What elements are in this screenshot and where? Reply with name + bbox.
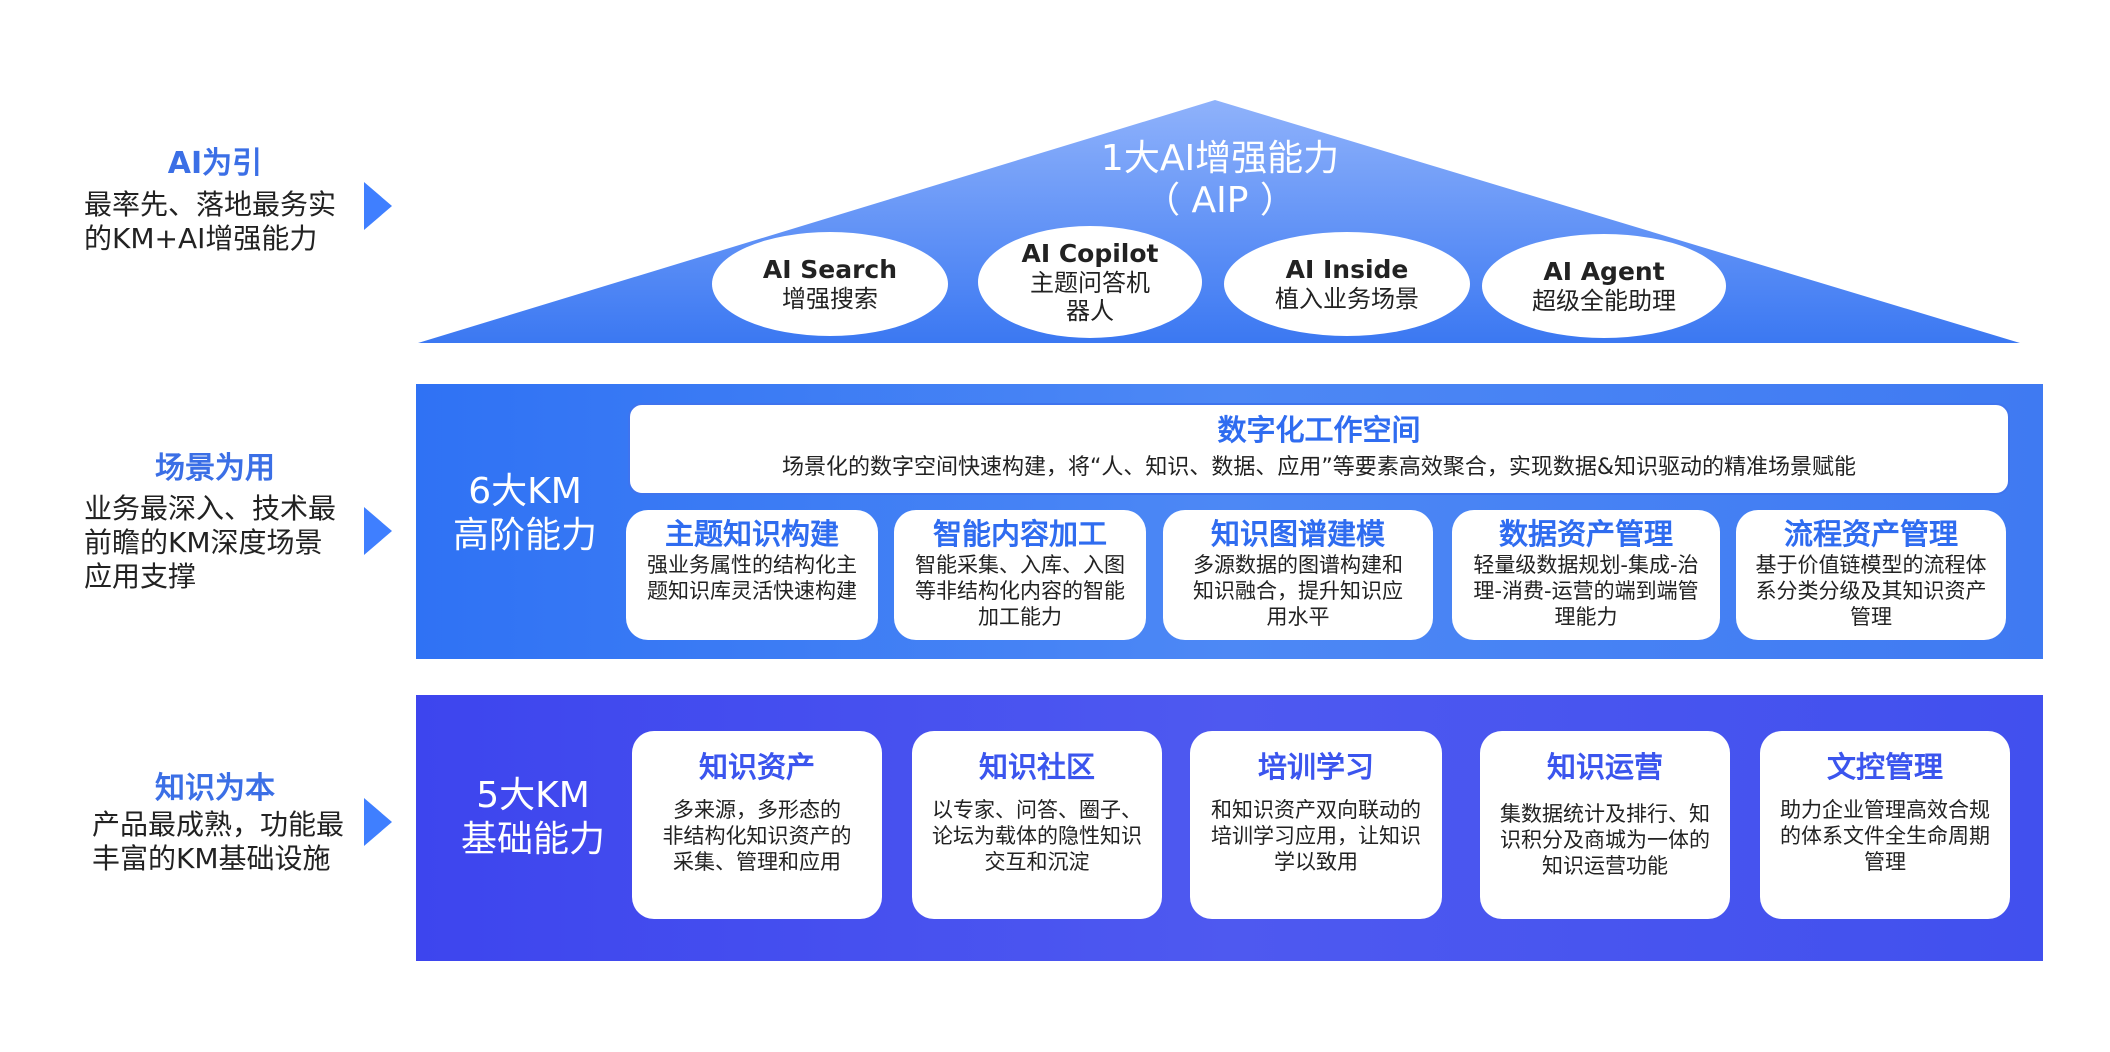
left-desc-line: 业务最深入、技术最	[84, 492, 337, 525]
oval-title: AI Search	[762, 255, 898, 284]
card-training-learning: 培训学习 和知识资产双向联动的 培训学习应用，让知识 学以致用	[1190, 731, 1442, 919]
arrow-right-icon	[364, 798, 392, 846]
card-process-asset: 流程资产管理 基于价值链模型的流程体 系分类分级及其知识资产 管理	[1736, 510, 2006, 640]
card-knowledge-operation: 知识运营 集数据统计及排行、知 识积分及商城为一体的 知识运营功能	[1480, 731, 1730, 919]
card-desc-line: 以专家、问答、圈子、	[932, 798, 1142, 822]
left-desc-line: 的KM+AI增强能力	[84, 222, 318, 255]
card-title: 培训学习	[1257, 750, 1374, 784]
card-title: 流程资产管理	[1783, 517, 1958, 551]
card-desc-line: 集数据统计及排行、知	[1500, 802, 1710, 826]
card-title: 数据资产管理	[1498, 517, 1673, 551]
card-knowledge-asset: 知识资产 多来源，多形态的 非结构化知识资产的 采集、管理和应用	[632, 731, 882, 919]
left-desc-line: 应用支撑	[84, 560, 197, 593]
card-desc-line: 基于价值链模型的流程体	[1755, 553, 1987, 577]
card-desc-line: 强业务属性的结构化主	[647, 553, 857, 577]
arrow-right-icon	[364, 182, 392, 230]
left-title-knowledge: 知识为本	[155, 771, 275, 806]
oval-title: AI Copilot	[1021, 239, 1159, 268]
card-desc-line: 知识融合，提升知识应	[1193, 579, 1403, 603]
card-desc-line: 等非结构化内容的智能	[915, 579, 1125, 603]
card-desc-line: 系分类分级及其知识资产	[1755, 579, 1987, 603]
oval-ai-inside: AI Inside 植入业务场景	[1224, 232, 1470, 336]
left-desc-ai: 最率先、落地最务实 的KM+AI增强能力	[84, 188, 364, 256]
left-title-scene: 场景为用	[155, 451, 275, 486]
card-smart-content: 智能内容加工 智能采集、入库、入图 等非结构化内容的智能 加工能力	[894, 510, 1146, 640]
basic-band-label: 5大KM 基础能力	[448, 774, 618, 862]
card-desc-line: 题知识库灵活快速构建	[647, 579, 857, 603]
oval-ai-search: AI Search 增强搜索	[712, 232, 948, 336]
card-desc-line: 管理	[1864, 850, 1906, 874]
left-desc-knowledge: 产品最成熟，功能最 丰富的KM基础设施	[92, 808, 372, 876]
left-title-ai: AI为引	[167, 146, 263, 181]
card-title: 智能内容加工	[932, 517, 1107, 551]
card-title: 知识运营	[1546, 750, 1663, 784]
oval-desc: 植入业务场景	[1275, 285, 1419, 313]
card-desc-line: 轻量级数据规划-集成-治	[1473, 553, 1699, 577]
card-desc-line: 和知识资产双向联动的	[1211, 798, 1421, 822]
digital-workspace-panel: 数字化工作空间 场景化的数字空间快速构建，将“人、知识、数据、应用”等要素高效聚…	[628, 403, 2010, 495]
card-title: 知识社区	[978, 750, 1095, 784]
card-knowledge-community: 知识社区 以专家、问答、圈子、 论坛为载体的隐性知识 交互和沉淀	[912, 731, 1162, 919]
band-label-line: 高阶能力	[452, 515, 597, 556]
card-data-asset: 数据资产管理 轻量级数据规划-集成-治 理-消费-运营的端到端管 理能力	[1452, 510, 1720, 640]
left-desc-scene: 业务最深入、技术最 前瞻的KM深度场景 应用支撑	[84, 492, 364, 594]
band-label-line: 5大KM	[476, 775, 590, 816]
roof-title: 1大AI增强能力	[1100, 138, 1340, 179]
card-desc-line: 识积分及商城为一体的	[1500, 828, 1710, 852]
left-desc-line: 丰富的KM基础设施	[92, 842, 331, 875]
card-desc-line: 学以致用	[1274, 850, 1358, 874]
oval-ai-agent: AI Agent 超级全能助理	[1482, 234, 1726, 338]
roof-subtitle: （ AIP ）	[1144, 180, 1296, 221]
oval-desc: 超级全能助理	[1532, 287, 1676, 315]
left-desc-line: 前瞻的KM深度场景	[84, 526, 323, 559]
card-title: 知识资产	[698, 750, 815, 784]
card-desc-line: 加工能力	[978, 605, 1062, 629]
card-document-control: 文控管理 助力企业管理高效合规 的体系文件全生命周期 管理	[1760, 731, 2010, 919]
card-desc-line: 知识运营功能	[1542, 854, 1668, 878]
card-desc-line: 培训学习应用，让知识	[1211, 824, 1421, 848]
card-desc-line: 用水平	[1266, 605, 1330, 629]
oval-desc: 主题问答机器人	[1030, 269, 1150, 325]
card-knowledge-graph: 知识图谱建模 多源数据的图谱构建和 知识融合，提升知识应 用水平	[1163, 510, 1433, 640]
card-desc-line: 管理	[1850, 605, 1892, 629]
arrow-right-icon	[364, 507, 392, 555]
oval-title: AI Agent	[1543, 257, 1665, 286]
card-desc-line: 多来源，多形态的	[673, 798, 841, 822]
card-desc-line: 的体系文件全生命周期	[1780, 824, 1990, 848]
card-desc-line: 理能力	[1554, 605, 1618, 629]
oval-desc: 增强搜索	[782, 285, 878, 313]
left-desc-line: 产品最成熟，功能最	[92, 808, 345, 841]
band-label-line: 6大KM	[468, 471, 582, 512]
advanced-band-label: 6大KM 高阶能力	[440, 470, 610, 558]
band-label-line: 基础能力	[460, 819, 605, 860]
card-desc-line: 助力企业管理高效合规	[1780, 798, 1990, 822]
oval-title: AI Inside	[1285, 255, 1409, 284]
card-title: 知识图谱建模	[1210, 517, 1385, 551]
card-title: 文控管理	[1826, 750, 1943, 784]
card-desc-line: 交互和沉淀	[984, 850, 1090, 874]
card-desc-line: 理-消费-运营的端到端管	[1473, 579, 1699, 603]
left-desc-line: 最率先、落地最务实	[84, 188, 337, 221]
card-topic-knowledge: 主题知识构建 强业务属性的结构化主 题知识库灵活快速构建	[626, 510, 878, 640]
workspace-desc: 场景化的数字空间快速构建，将“人、知识、数据、应用”等要素高效聚合，实现数据&知…	[782, 455, 1856, 480]
card-desc-line: 论坛为载体的隐性知识	[932, 824, 1142, 848]
card-title: 主题知识构建	[664, 517, 839, 551]
oval-ai-copilot: AI Copilot 主题问答机器人	[978, 226, 1202, 338]
workspace-title: 数字化工作空间	[1217, 413, 1421, 447]
card-desc-line: 采集、管理和应用	[673, 850, 841, 874]
card-desc-line: 智能采集、入库、入图	[915, 553, 1125, 577]
card-desc-line: 非结构化知识资产的	[662, 824, 852, 848]
card-desc-line: 多源数据的图谱构建和	[1193, 553, 1403, 577]
